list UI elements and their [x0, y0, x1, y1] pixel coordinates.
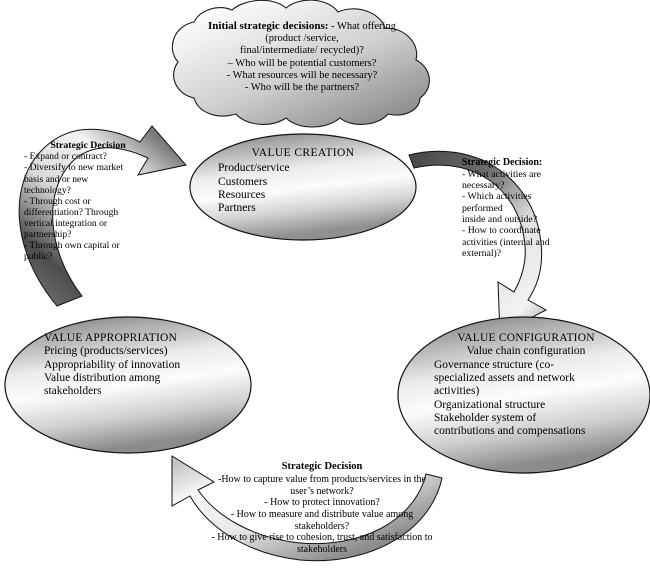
sd-right-line-7: external)?: [462, 248, 502, 260]
value-appropriation-item-3: stakeholders: [44, 385, 102, 398]
sd-right-line-2: - Which activities: [462, 191, 532, 203]
cloud-shape: [171, 0, 430, 128]
value-appropriation-item-2: Value distribution among: [44, 371, 161, 384]
strategic-decision-right: Strategic Decision: - What activities ar…: [462, 157, 584, 259]
value-creation-node: VALUE CREATION Product/service Customers…: [218, 147, 388, 216]
cloud-line-1: final/intermediate/ recycled)?: [240, 45, 364, 57]
value-configuration-item-0: Governance structure (co-: [434, 358, 555, 371]
value-appropriation-header: VALUE APPROPRIATION: [44, 332, 177, 344]
value-appropriation-ellipse: [4, 316, 252, 454]
value-creation-item-3: Partners: [218, 202, 256, 215]
value-configuration-item-5: contributions and compensations: [434, 425, 586, 438]
value-appropriation-item-0: Pricing (products/services): [44, 345, 168, 358]
sd-bottom-line-6: stakeholders: [297, 543, 347, 555]
sd-right-line-0: - What activities are: [462, 168, 541, 180]
strategic-decision-left-header: Strategic Decision: [50, 140, 126, 151]
cloud-line-0: - What offering (product /service,: [265, 21, 396, 45]
sd-left-line-3: technology?: [24, 184, 71, 196]
value-configuration-item-4: Stakeholder system of: [434, 411, 537, 424]
sd-bottom-line-5: - How to give rise to cohesion, trust, a…: [211, 532, 433, 544]
sd-bottom-line-0: -How to capture value from products/serv…: [218, 474, 426, 486]
sd-left-line-4: - Through cost or: [24, 195, 91, 207]
sd-left-line-9: public?: [24, 251, 53, 263]
value-configuration-item-1: specialized assets and network: [434, 371, 575, 384]
value-creation-ellipse: [189, 133, 417, 241]
strategic-decision-bottom: Strategic Decision -How to capture value…: [178, 461, 466, 555]
sd-bottom-line-4: stakeholders?: [294, 520, 350, 532]
value-creation-item-1: Customers: [218, 175, 268, 188]
arrow-configuration-to-appropriation: [171, 455, 443, 562]
sd-right-line-1: necessary?: [462, 179, 505, 191]
value-configuration-item-2: activities): [434, 385, 480, 398]
sd-bottom-line-3: - How to measure and distribute value am…: [230, 508, 414, 520]
value-configuration-ellipse: [397, 316, 650, 474]
cloud-line-4: - Who will be the partners?: [244, 81, 360, 93]
cloud-line-2: – Who will be potential customers?: [227, 57, 377, 69]
sd-right-line-6: activities (internal and: [462, 236, 550, 248]
sd-bottom-line-1: user’s network?: [290, 485, 354, 497]
value-creation-item-2: Resources: [218, 188, 266, 201]
value-appropriation-node: VALUE APPROPRIATION Pricing (products/se…: [44, 332, 216, 399]
sd-left-line-2: basis and or new: [24, 173, 89, 185]
strategic-decision-left: Strategic Decision - Expand or contract?…: [24, 140, 152, 263]
arrow-left-to-value-creation: [18, 125, 187, 307]
value-appropriation-item-1: Appropriability of innovation: [44, 358, 181, 371]
sd-left-line-1: - Diversify to new market: [24, 162, 124, 174]
sd-left-line-5: differentiation? Through: [24, 206, 119, 218]
cloud-header: Initial strategic decisions:: [208, 20, 329, 32]
value-creation-item-0: Product/service: [218, 162, 290, 175]
sd-right-line-3: performed: [462, 202, 503, 214]
value-creation-header: VALUE CREATION: [251, 147, 355, 159]
value-configuration-header: VALUE CONFIGURATION: [457, 332, 595, 344]
strategic-decision-bottom-header: Strategic Decision: [281, 461, 363, 472]
strategic-decision-right-header: Strategic Decision:: [462, 157, 543, 168]
sd-left-line-8: - Through own capital or: [24, 240, 120, 252]
sd-left-line-0: - Expand or contract?: [24, 151, 107, 163]
value-configuration-subheader: Value chain configuration: [466, 345, 586, 358]
cloud-line-3: - What resources will be necessary?: [226, 69, 378, 81]
sd-left-line-6: vertical integration or: [24, 218, 108, 230]
value-configuration-item-3: Organizational structure: [434, 398, 546, 411]
sd-left-line-7: partnership?: [24, 229, 72, 241]
value-configuration-node: VALUE CONFIGURATION Value chain configur…: [434, 332, 618, 439]
sd-right-line-5: - How to coordinate: [462, 225, 541, 237]
sd-bottom-line-2: - How to protect innovation?: [264, 497, 380, 509]
initial-strategic-decisions-cloud: Initial strategic decisions: - What offe…: [196, 20, 408, 94]
sd-right-line-4: inside and outside?: [462, 214, 538, 226]
